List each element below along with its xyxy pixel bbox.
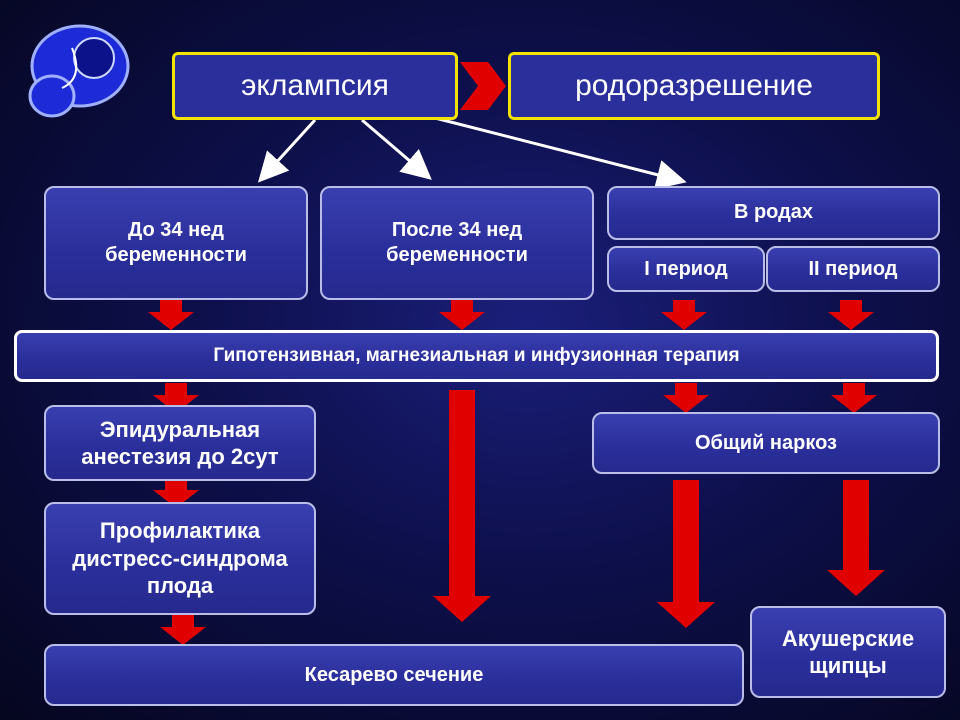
before-34-weeks-label: До 34 нед беременности	[105, 219, 247, 266]
in-labor-label: В родах	[733, 201, 814, 223]
period-2-box: II период	[766, 246, 940, 292]
period-1-box: I период	[607, 246, 765, 292]
period-1-label: I период	[644, 257, 728, 280]
fetus-logo-icon	[28, 24, 130, 118]
prophylaxis-label: Профилактика дистресс-синдрома плода	[72, 518, 288, 599]
epidural-label: Эпидуральная анестезия до 2сут	[81, 416, 279, 470]
general-anesthesia-box: Общий наркоз	[592, 412, 940, 474]
therapy-label: Гипотензивная, магнезиальная и инфузионн…	[213, 345, 740, 367]
red-arrow-small	[439, 300, 485, 330]
delivery-label: родоразрешение	[575, 69, 813, 103]
white-arrow-left	[257, 118, 317, 183]
red-arrow-small	[153, 383, 199, 413]
red-arrow-long	[827, 480, 885, 596]
after-34-weeks-box: После 34 нед беременности	[320, 186, 594, 300]
red-arrow-small	[831, 383, 877, 413]
eclampsia-box: эклампсия	[172, 52, 458, 120]
general-anesthesia-label: Общий наркоз	[695, 431, 837, 454]
in-labor-box: В родах	[607, 186, 940, 240]
eclampsia-label: эклампсия	[241, 69, 389, 103]
forceps-label: Акушерские щипцы	[781, 625, 915, 679]
chevron-arrow	[460, 62, 506, 110]
before-34-weeks-box: До 34 нед беременности	[44, 186, 308, 300]
after-34-weeks-label: После 34 нед беременности	[386, 219, 528, 266]
red-arrow-small	[663, 383, 709, 413]
delivery-box: родоразрешение	[508, 52, 880, 120]
red-arrow-small	[148, 300, 194, 330]
forceps-box: Акушерские щипцы	[750, 606, 946, 698]
white-arrow-right	[434, 116, 687, 190]
red-arrow-small	[160, 615, 206, 645]
red-arrow-long	[433, 390, 491, 622]
red-arrow-small	[153, 480, 199, 508]
cesarean-box: Кесарево сечение	[44, 644, 744, 706]
white-arrow-middle	[361, 118, 432, 180]
red-arrow-small	[661, 300, 707, 330]
red-arrow-small	[828, 300, 874, 330]
red-arrow-long	[657, 480, 715, 628]
cesarean-label: Кесарево сечение	[304, 663, 484, 686]
therapy-band: Гипотензивная, магнезиальная и инфузионн…	[14, 330, 939, 382]
period-2-label: II период	[808, 257, 898, 280]
prophylaxis-box: Профилактика дистресс-синдрома плода	[44, 502, 316, 615]
epidural-box: Эпидуральная анестезия до 2сут	[44, 405, 316, 481]
